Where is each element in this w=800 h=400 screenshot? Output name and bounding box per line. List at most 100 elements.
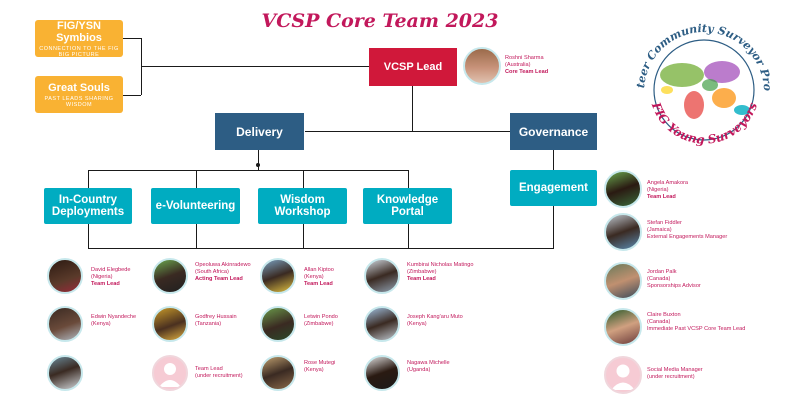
person-name: Kumbirai Nicholas Matingo: [407, 262, 474, 268]
engagement-box: Engagement: [510, 170, 597, 206]
connector-line: [196, 224, 197, 248]
person-card: Allan Kiptoo (Kenya) Team Lead: [304, 267, 404, 288]
connector-line: [258, 150, 259, 170]
person-location: (under recruitment): [647, 373, 695, 380]
person-role: Core Team Lead: [505, 68, 549, 75]
great-souls-box: Great Souls PAST LEADS SHARING WISDOM: [35, 76, 123, 113]
symbios-title: FIG/YSN Symbios: [56, 19, 102, 44]
person-card: Team Lead (under recruitment): [195, 366, 295, 380]
person-role: External Engagements Manager: [647, 233, 728, 240]
person-name: Nagawa Michelle: [407, 360, 450, 366]
symbios-subtitle: CONNECTION TO THE FIG BIG PICTURE: [39, 45, 119, 58]
person-card: Opeoluwa Akinradewo (South Africa) Actin…: [195, 262, 295, 283]
person-name: Claire Buxton: [647, 312, 681, 318]
person-card: Claire Buxton (Canada) Immediate Past VC…: [647, 312, 757, 333]
connector-line: [553, 150, 554, 170]
wisdom-workshop-box: Wisdom Workshop: [258, 188, 347, 224]
person-location: (Zimbabwe): [407, 268, 437, 275]
avatar: [604, 262, 642, 300]
person-card: Edwin Nyandeche (Kenya): [91, 314, 191, 328]
person-role: Immediate Past VCSP Core Team Lead: [647, 325, 746, 332]
person-card: Jordan Palk (Canada) Sponsorships Adviso…: [647, 269, 747, 290]
connector-line: [123, 95, 141, 96]
avatar: [260, 306, 296, 342]
person-location: (Uganda): [407, 366, 431, 373]
connector-line: [123, 38, 141, 39]
avatar: [463, 47, 501, 85]
connector-line: [196, 170, 197, 188]
governance-box: Governance: [510, 113, 597, 150]
person-role: Team Lead: [304, 280, 333, 287]
person-card: Letwin Pondo (Zimbabwe): [304, 314, 404, 328]
avatar: [364, 258, 400, 294]
person-card: Rose Mutegi (Kenya): [304, 360, 404, 374]
connector-line: [88, 170, 89, 188]
person-name: Stefan Fiddler: [647, 220, 682, 226]
person-name: Opeoluwa Akinradewo: [195, 262, 251, 268]
avatar: [604, 170, 642, 208]
in-country-box: In-Country Deployments: [44, 188, 132, 224]
person-location: (Tanzania): [195, 320, 222, 327]
connector-line: [408, 170, 409, 188]
person-location: (Kenya): [407, 320, 427, 327]
person-name: Team Lead: [195, 366, 223, 372]
person-role: Acting Team Lead: [195, 275, 243, 282]
vcsp-logo: Volunteer Community Surveyor Program FIG…: [622, 10, 774, 147]
world-map-icon: [660, 61, 750, 119]
person-card: Roshni Sharma (Australia) Core Team Lead: [505, 55, 605, 76]
connector-line: [553, 206, 554, 248]
person-name: Rose Mutegi: [304, 360, 336, 366]
connector-line: [303, 170, 304, 188]
avatar: [260, 258, 296, 294]
person-name: Allan Kiptoo: [304, 267, 334, 273]
connector-line: [305, 131, 510, 132]
person-name: Jordan Palk: [647, 269, 677, 275]
person-location: (Nigeria): [91, 273, 113, 280]
person-role: Sponsorships Advisor: [647, 282, 701, 289]
avatar: [364, 355, 400, 391]
person-name: Letwin Pondo: [304, 314, 338, 320]
avatar: [47, 258, 83, 294]
person-location: (Zimbabwe): [304, 320, 334, 327]
person-card: Nagawa Michelle (Uganda): [407, 360, 507, 374]
person-card: David Elegbede (Nigeria) Team Lead: [91, 267, 191, 288]
person-role: Team Lead: [91, 280, 120, 287]
person-card: Angela Amakora (Nigeria) Team Lead: [647, 180, 747, 201]
connector-line: [88, 224, 89, 248]
person-role: Team Lead: [647, 193, 676, 200]
avatar: [47, 306, 83, 342]
connector-line: [88, 248, 554, 249]
e-volunteering-box: e-Volunteering: [151, 188, 240, 224]
connector-line: [88, 170, 408, 171]
person-name: David Elegbede: [91, 267, 131, 273]
person-location: (under recruitment): [195, 372, 243, 379]
connector-line: [408, 224, 409, 248]
person-location: (Kenya): [91, 320, 111, 327]
person-location: (South Africa): [195, 268, 229, 275]
delivery-box: Delivery: [215, 113, 304, 150]
avatar: [152, 306, 188, 342]
person-name: Social Media Manager: [647, 367, 703, 373]
symbios-box: FIG/YSN Symbios CONNECTION TO THE FIG BI…: [35, 19, 123, 58]
person-location: (Kenya): [304, 366, 324, 373]
person-name: Angela Amakora: [647, 180, 689, 186]
person-location: (Jamaica): [647, 226, 672, 233]
person-name: Godfrey Hussain: [195, 314, 237, 320]
person-card: Joseph Kang'aru Muto (Kenya): [407, 314, 507, 328]
avatar: [260, 355, 296, 391]
person-name: Joseph Kang'aru Muto: [407, 314, 463, 320]
knowledge-portal-box: Knowledge Portal: [363, 188, 452, 224]
person-location: (Nigeria): [647, 186, 669, 193]
connector-line: [141, 66, 369, 67]
junction-dot: [256, 163, 260, 167]
person-card: Godfrey Hussain (Tanzania): [195, 314, 295, 328]
person-name: Roshni Sharma: [505, 55, 544, 61]
great-souls-subtitle: PAST LEADS SHARING WISDOM: [44, 95, 114, 108]
person-card: Stefan Fiddler (Jamaica) External Engage…: [647, 220, 757, 241]
person-card: Social Media Manager (under recruitment): [647, 367, 747, 381]
connector-line: [303, 224, 304, 248]
avatar: [364, 306, 400, 342]
avatar: [152, 258, 188, 294]
person-role: Team Lead: [407, 275, 436, 282]
person-location: (Canada): [647, 318, 671, 325]
